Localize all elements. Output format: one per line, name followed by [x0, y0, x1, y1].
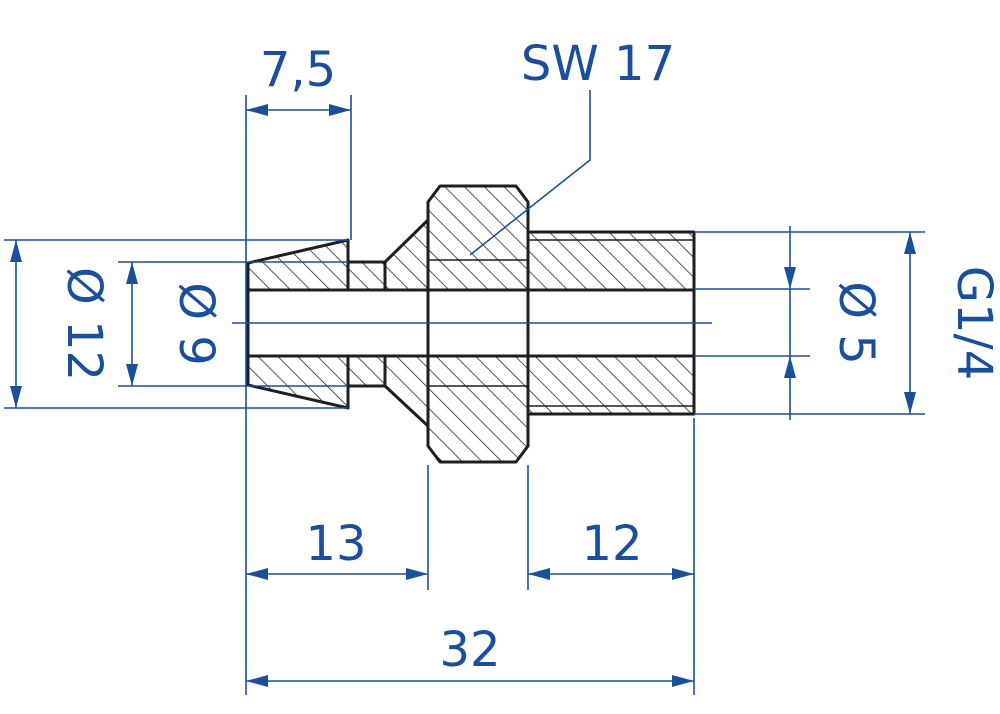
hex-lower-hatch	[428, 386, 528, 462]
label-dia-9: Ø 9	[168, 282, 224, 366]
dim-dia-12	[10, 240, 22, 408]
lower-wall-hatch	[248, 356, 694, 426]
dim-dia-5	[784, 226, 796, 420]
hex-upper-hatch	[428, 186, 528, 260]
dim-sw17-leader	[469, 90, 591, 256]
upper-wall-hatch	[248, 220, 694, 290]
fitting-section	[232, 184, 712, 464]
label-dia-5: Ø 5	[828, 281, 884, 365]
label-7-5: 7,5	[260, 42, 336, 98]
dim-thread	[904, 232, 916, 414]
dim-13	[246, 568, 428, 580]
dim-32	[246, 675, 694, 687]
label-dia-12: Ø 12	[56, 267, 112, 381]
label-13: 13	[305, 516, 366, 572]
label-thread: G1/4	[946, 266, 1000, 380]
label-sw17: SW 17	[521, 36, 675, 92]
extension-lines	[4, 95, 925, 695]
label-32: 32	[439, 622, 500, 678]
label-12: 12	[581, 516, 642, 572]
dim-12	[528, 568, 694, 580]
dim-dia-9	[126, 262, 138, 386]
dim-7-5	[246, 104, 351, 116]
